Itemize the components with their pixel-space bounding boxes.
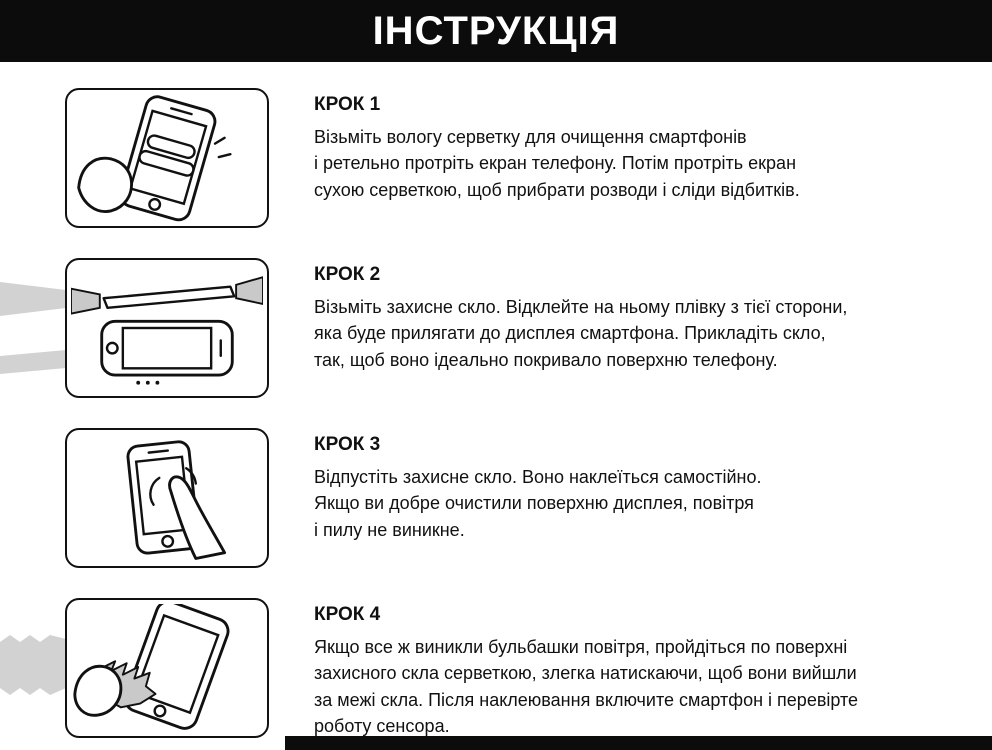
page-title: ІНСТРУКЦІЯ [372,8,620,53]
steps-list: КРОК 1 Візьміть вологу серветку для очищ… [0,62,992,740]
hand-wiping-phone-icon [77,95,232,222]
step4-text: Якщо все ж виникли бульбашки повітря, пр… [314,637,859,737]
step-row-2: КРОК 2 Візьміть захисне скло. Відклейте … [0,258,962,398]
step-row-3: КРОК 3 Відпустіть захисне скло. Воно нак… [65,428,962,568]
step4-title: КРОК 4 [314,604,381,625]
footer-bar [285,736,992,750]
step1-illustration-box [65,88,269,228]
cloth-wipe-phone-icon [73,604,230,730]
step1-content: КРОК 1 Візьміть вологу серветку для очищ… [314,88,800,228]
step2-content: КРОК 2 Візьміть захисне скло. Відклейте … [314,258,847,398]
gray-hand-decoration-left [0,282,66,374]
step-row-1: КРОК 1 Візьміть вологу серветку для очищ… [65,88,962,228]
step4-content: КРОК 4 Якщо все ж виникли бульбашки пові… [314,598,858,740]
step3-illustration-box [65,428,269,568]
step2-title: КРОК 2 [314,264,381,285]
gray-cloth-decoration-left [0,635,66,695]
step3-content: КРОК 3 Відпустіть захисне скло. Воно нак… [314,428,762,568]
header-bar: ІНСТРУКЦІЯ [0,0,992,62]
finger-press-phone-icon [126,440,227,560]
step2-illustration-box [65,258,269,398]
step2-text: Візьміть захисне скло. Відклейте на ньом… [314,297,848,370]
step1-title: КРОК 1 [314,94,381,115]
step4-illustration-box [65,598,269,738]
step-row-4: КРОК 4 Якщо все ж виникли бульбашки пові… [0,598,962,740]
step3-title: КРОК 3 [314,434,381,455]
glass-alignment-icon [71,276,263,385]
step3-text: Відпустіть захисне скло. Воно наклеїться… [314,467,762,540]
step1-text: Візьміть вологу серветку для очищення см… [314,127,800,200]
